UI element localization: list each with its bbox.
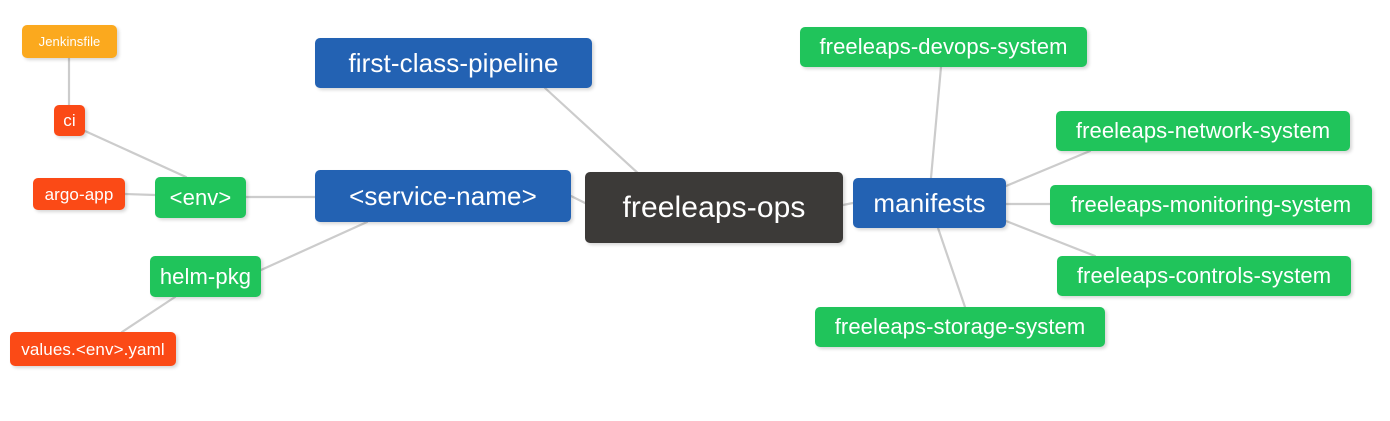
edge-env-to-argo-app xyxy=(123,192,157,197)
mindmap-node-service-name[interactable]: <service-name> xyxy=(315,170,571,222)
mindmap-node-freeleaps-monitoring-system[interactable]: freeleaps-monitoring-system xyxy=(1050,185,1372,225)
mindmap-node-jenkinsfile[interactable]: Jenkinsfile xyxy=(22,25,117,58)
mindmap-node-freeleaps-ops[interactable]: freeleaps-ops xyxy=(585,172,843,243)
edge-freeleaps-ops-to-manifests xyxy=(841,201,855,207)
node-label-freeleaps-devops-system: freeleaps-devops-system xyxy=(819,34,1068,59)
edge-helm-pkg-to-values-env-yaml xyxy=(120,295,177,334)
mindmap-node-freeleaps-devops-system[interactable]: freeleaps-devops-system xyxy=(800,27,1087,67)
node-label-freeleaps-network-system: freeleaps-network-system xyxy=(1075,118,1331,143)
edge-service-name-to-helm-pkg xyxy=(259,220,369,272)
edge-env-to-ci xyxy=(83,129,188,179)
mindmap-node-ci[interactable]: ci xyxy=(54,105,85,136)
mindmap-node-values-env-yaml[interactable]: values.<env>.yaml xyxy=(10,332,176,366)
node-label-freeleaps-ops: freeleaps-ops xyxy=(622,190,806,224)
node-label-freeleaps-controls-system: freeleaps-controls-system xyxy=(1076,263,1332,288)
edge-freeleaps-ops-to-first-class-pipeline xyxy=(543,86,642,177)
node-label-first-class-pipeline: first-class-pipeline xyxy=(348,48,559,78)
edge-manifests-to-freeleaps-devops-system xyxy=(929,65,943,180)
mindmap-node-manifests[interactable]: manifests xyxy=(853,178,1006,228)
node-label-jenkinsfile: Jenkinsfile xyxy=(38,34,101,49)
mindmap-node-freeleaps-network-system[interactable]: freeleaps-network-system xyxy=(1056,111,1350,151)
mindmap-node-env[interactable]: <env> xyxy=(155,177,246,218)
mindmap-node-argo-app[interactable]: argo-app xyxy=(33,178,125,210)
node-label-argo-app: argo-app xyxy=(44,184,114,204)
mindmap-node-freeleaps-storage-system[interactable]: freeleaps-storage-system xyxy=(815,307,1105,347)
node-label-helm-pkg: helm-pkg xyxy=(159,263,252,289)
edge-manifests-to-freeleaps-network-system xyxy=(1004,149,1092,188)
mindmap-node-freeleaps-controls-system[interactable]: freeleaps-controls-system xyxy=(1057,256,1351,296)
mindmap-node-helm-pkg[interactable]: helm-pkg xyxy=(150,256,261,297)
node-label-freeleaps-monitoring-system: freeleaps-monitoring-system xyxy=(1070,192,1352,217)
mindmap-node-first-class-pipeline[interactable]: first-class-pipeline xyxy=(315,38,592,88)
node-label-values-env-yaml: values.<env>.yaml xyxy=(21,339,165,359)
edge-freeleaps-ops-to-service-name xyxy=(569,194,587,205)
edge-manifests-to-freeleaps-storage-system xyxy=(936,226,967,309)
edge-manifests-to-freeleaps-controls-system xyxy=(1004,219,1097,258)
node-label-freeleaps-storage-system: freeleaps-storage-system xyxy=(834,314,1086,339)
node-label-ci: ci xyxy=(63,111,76,130)
node-label-env: <env> xyxy=(169,184,232,210)
node-label-manifests: manifests xyxy=(873,188,986,218)
node-label-service-name: <service-name> xyxy=(349,181,537,211)
